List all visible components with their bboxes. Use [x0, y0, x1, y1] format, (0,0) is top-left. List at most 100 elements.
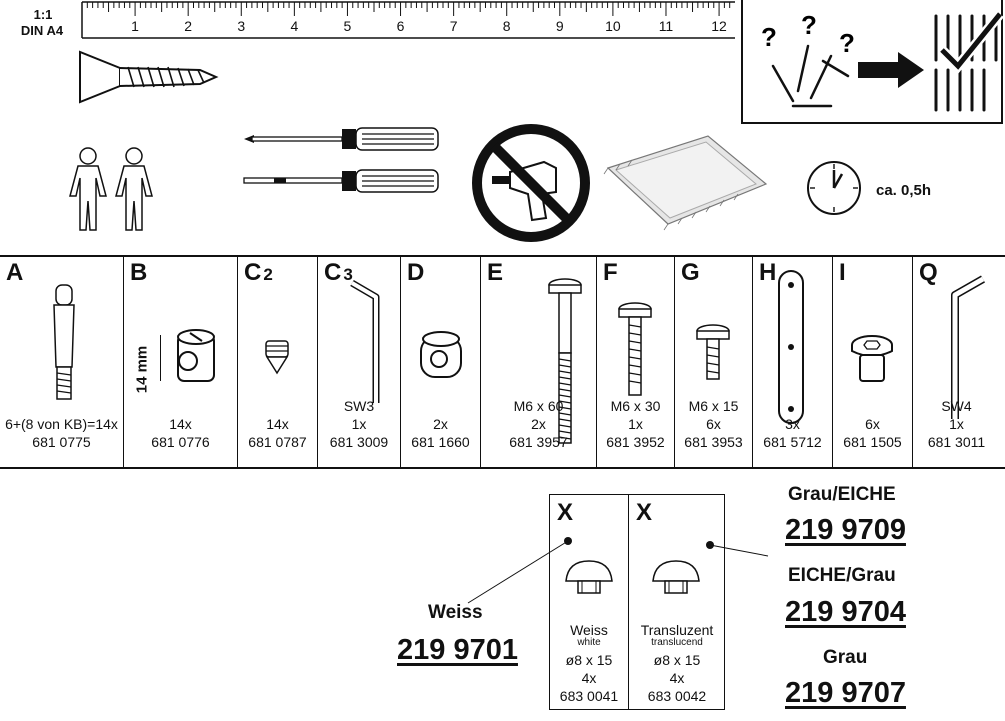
duration-label: ca. 0,5h [876, 182, 932, 199]
ruler-number: 6 [396, 18, 405, 34]
part-code: 681 0787 [248, 434, 307, 450]
no-power-drill-icon [472, 124, 590, 242]
ruler [81, 1, 735, 39]
part-quantity: 14x [266, 416, 289, 432]
part-cell-d: D 2x 681 1660 [400, 257, 480, 469]
two-persons-icon [69, 147, 153, 231]
question-screws-icon: ? ? ? [761, 10, 855, 108]
variant-label-grau-eiche: Grau/EICHE [788, 484, 896, 505]
variant-code-grau-eiche: 219 9709 [785, 514, 906, 546]
flat-screwdriver-icon [243, 169, 439, 193]
cap-letter: X [636, 499, 653, 526]
part-code: 681 0775 [32, 434, 91, 450]
part-quantity: 1x [351, 416, 367, 432]
cap-qty: 4x [581, 670, 597, 686]
ruler-number: 2 [184, 18, 193, 34]
phillips-screwdriver-icon [244, 127, 439, 151]
svg-text:?: ? [801, 10, 817, 40]
part-cell-g: G M6 x 15 6x 681 3953 [674, 257, 752, 469]
part-code: 681 0776 [151, 434, 210, 450]
ruler-number: 7 [449, 18, 458, 34]
ruler-number: 10 [605, 18, 621, 34]
sorting-hint-box: ? ? ? [741, 0, 1004, 124]
variant-code-eiche-grau: 219 9704 [785, 596, 906, 628]
part-letter: F [603, 259, 618, 286]
cap-name-en: white [577, 637, 601, 648]
part-letter: A [6, 259, 24, 286]
part-quantity: 2x [531, 416, 546, 432]
part-quantity: 3x [785, 416, 800, 432]
part-letter: D [407, 259, 425, 286]
variant-label-eiche-grau: EICHE/Grau [788, 565, 896, 586]
part-letter: Q [919, 259, 938, 286]
part-quantity: 6x [865, 416, 880, 432]
part-letter: I [839, 259, 846, 286]
svg-text:?: ? [761, 22, 777, 52]
ruler-number: 11 [658, 18, 674, 34]
caps-table: X Weiss white ø8 x 15 4x 683 0041 X Tran… [549, 494, 725, 710]
ruler-number: 8 [502, 18, 511, 34]
ruler-number: 9 [555, 18, 564, 34]
part-quantity: 6x [706, 416, 721, 432]
variant-label-grau: Grau [823, 647, 868, 668]
part-spec: M6 x 60 [513, 398, 564, 414]
part-quantity: 2x [433, 416, 448, 432]
cap-name: Weiss [570, 622, 608, 638]
part-letter: G [681, 259, 700, 286]
part-cell-a: A 6+(8 von KB)=14x 681 0775 [0, 257, 123, 469]
dimension-line [160, 335, 161, 381]
scale-label: 1:1 [33, 7, 53, 22]
part-code: 681 3009 [329, 434, 389, 450]
part-code: 681 3952 [606, 434, 665, 450]
variant-code-weiss: 219 9701 [397, 634, 518, 666]
part-cell-q: Q SW4 1x 681 3011 [912, 257, 1000, 469]
part-quantity: 6+(8 von KB)=14x [5, 416, 118, 432]
part-letter-sub: 3 [343, 265, 353, 284]
part-quantity: 14x [169, 416, 192, 432]
variant-code-grau: 219 9707 [785, 677, 906, 709]
cap-qty: 4x [669, 670, 685, 686]
svg-text:?: ? [839, 28, 855, 58]
part-quantity: 1x [949, 416, 964, 432]
protective-blanket-icon [603, 135, 768, 231]
part-letter: B [130, 259, 148, 286]
variant-label-weiss: Weiss [428, 602, 483, 623]
part-code: 681 3011 [927, 434, 986, 450]
arrow-right-icon [858, 52, 924, 88]
part-spec: M6 x 30 [610, 398, 661, 414]
cap-size: ø8 x 15 [653, 652, 701, 668]
part-quantity: 1x [628, 416, 643, 432]
cap-code: 683 0041 [559, 688, 619, 704]
cap-cell-white: X Weiss white ø8 x 15 4x 683 0041 [550, 495, 628, 709]
part-spec: SW3 [343, 398, 375, 414]
part-spec: M6 x 15 [688, 398, 739, 414]
cap-name-en: translucend [651, 637, 703, 648]
ruler-number: 12 [711, 18, 727, 34]
cap-cell-translucent: X Transluzent translucend ø8 x 15 4x 683… [629, 495, 725, 709]
part-cell-i: I 6x 681 1505 [832, 257, 912, 469]
sorted-screws-checkmark-icon [934, 10, 1004, 112]
ruler-number: 4 [290, 18, 299, 34]
part-code: 681 3953 [684, 434, 743, 450]
part-cell-f: F M6 x 30 1x 681 3952 [596, 257, 674, 469]
ruler-number: 1 [131, 18, 139, 34]
translucent-cap-icon [652, 560, 700, 594]
cap-size: ø8 x 15 [565, 652, 613, 668]
part-code: 681 1660 [411, 434, 470, 450]
white-cap-icon [565, 560, 613, 594]
paper-format-label: DIN A4 [20, 23, 64, 38]
countersunk-screw-illustration [79, 50, 219, 104]
part-code: 681 1505 [843, 434, 902, 450]
part-spec: SW4 [941, 398, 972, 414]
part-letter-sub: 2 [263, 265, 273, 284]
cap-name: Transluzent [640, 622, 714, 638]
part-letter: E [487, 259, 504, 286]
